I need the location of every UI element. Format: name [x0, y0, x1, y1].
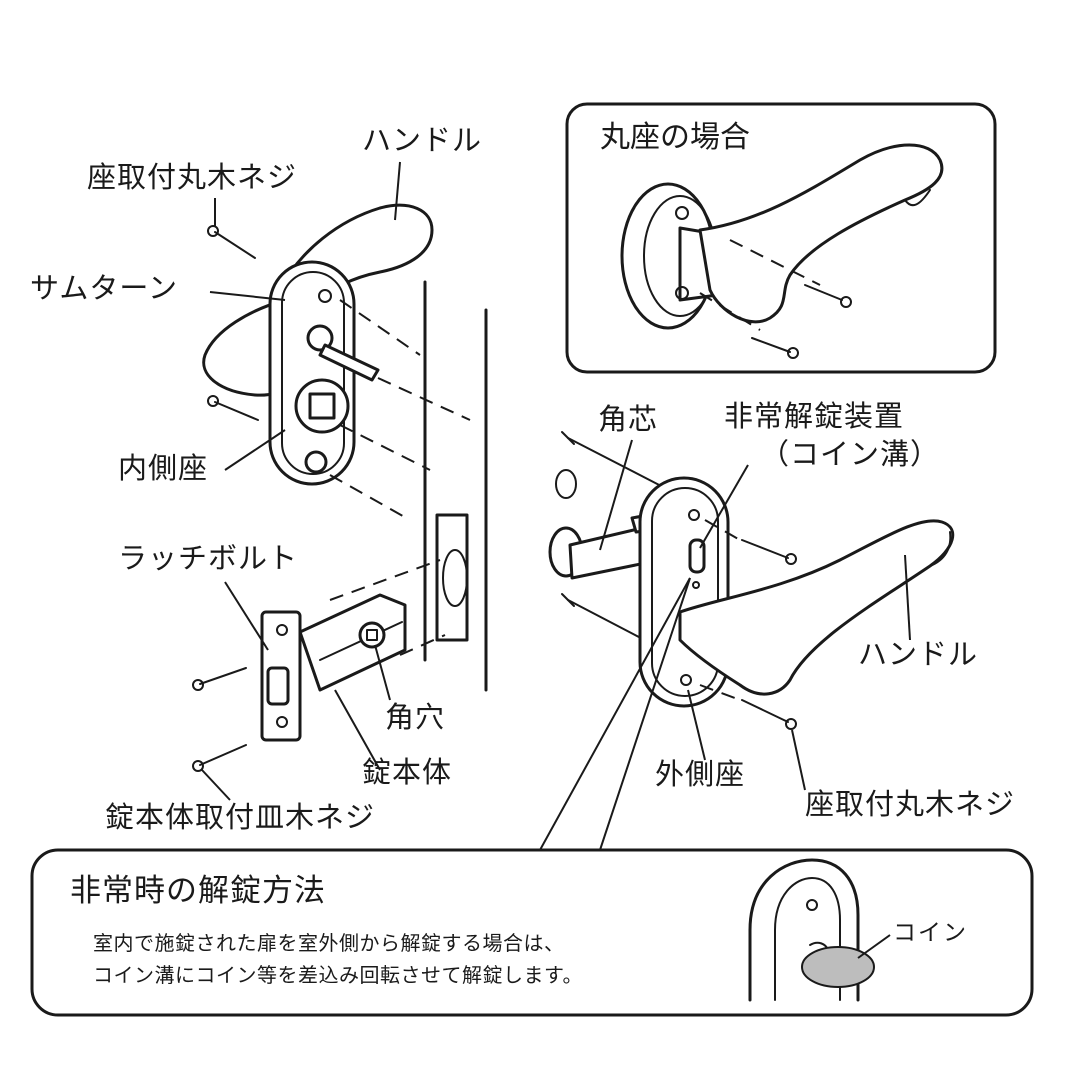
label-emergency-device: 非常解錠装置 [724, 399, 905, 433]
label-coin: コイン [893, 920, 968, 946]
label-handle-top: ハンドル [362, 123, 483, 157]
label-lock-body-screw: 錠本体取付皿木ネジ [105, 800, 376, 834]
strike-plate [435, 513, 469, 642]
lock-body-case [298, 593, 407, 692]
panel-title: 非常時の解錠方法 [70, 873, 326, 909]
label-outer-seat: 外側座 [655, 757, 746, 791]
label-inner-seat: 内側座 [118, 451, 209, 485]
panel-line-1: 室内で施錠された扉を室外側から解錠する場合は、 [93, 931, 565, 955]
coin [801, 946, 875, 988]
label-seat-screw-top: 座取付丸木ネジ [87, 160, 298, 194]
label-lock-body: 錠本体 [362, 755, 453, 789]
round-seat-inset-frame [565, 102, 997, 374]
label-thumb-turn: サムターン [30, 271, 178, 305]
label-seat-screw-right: 座取付丸木ネジ [805, 787, 1016, 821]
panel-line-2: コイン溝にコイン等を差込み回転させて解錠します。 [93, 963, 583, 987]
round-inset-lever [698, 143, 944, 324]
label-coin-slot: （コイン溝） [760, 437, 941, 471]
label-spindle: 角芯 [598, 402, 659, 436]
label-square-hole: 角穴 [385, 700, 446, 734]
emergency-unlock-panel [30, 848, 1034, 1017]
label-latch-bolt: ラッチボルト [118, 541, 299, 575]
label-handle-right: ハンドル [858, 637, 979, 671]
inset-title: 丸座の場合 [600, 120, 750, 155]
